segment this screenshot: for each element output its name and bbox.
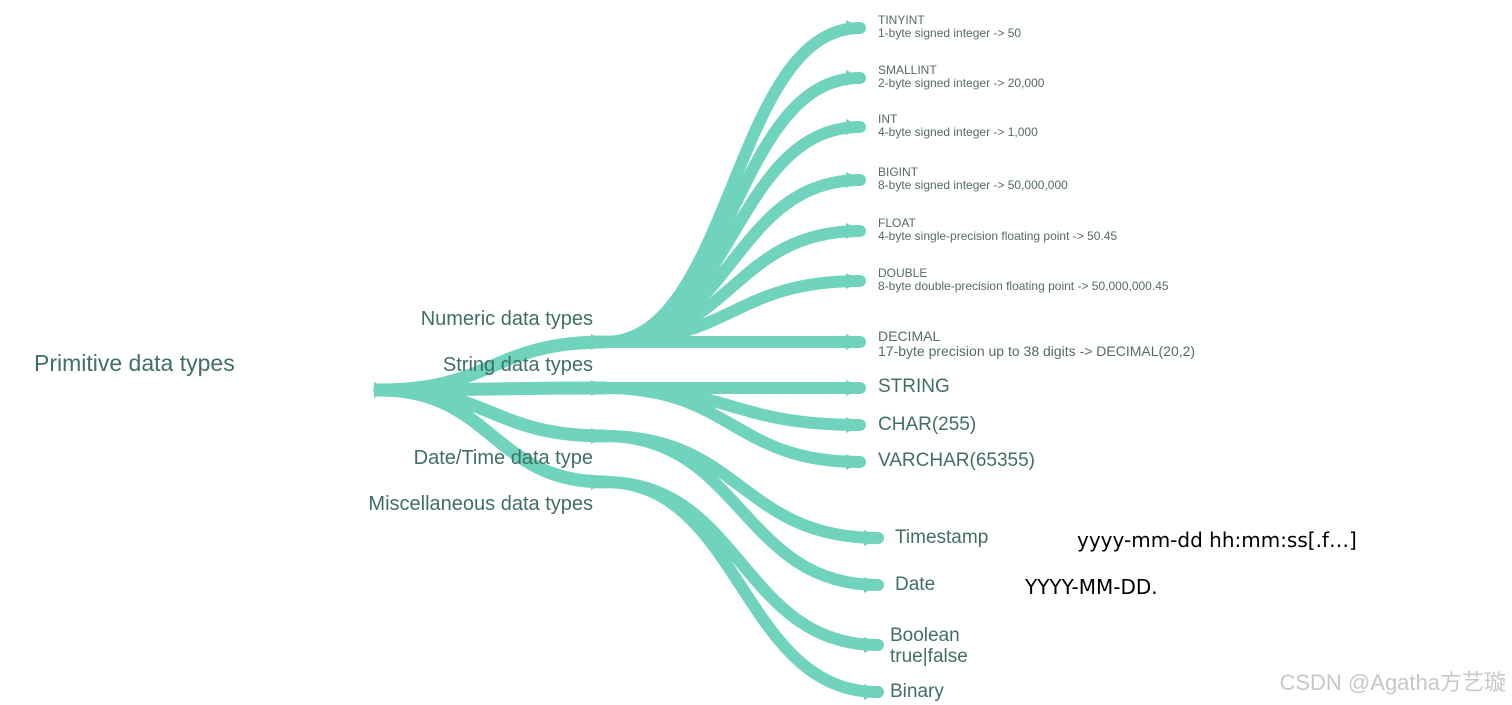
branch-datetime-leaf-1 — [599, 430, 884, 591]
leaf-name: SMALLINT — [878, 63, 937, 77]
leaf-decimal: DECIMAL 17-byte precision up to 38 digit… — [878, 329, 1195, 359]
leaf-date: Date — [895, 574, 936, 595]
arrow-misc-leaf-1 — [864, 684, 880, 700]
branch-numeric-leaf-1 — [599, 72, 866, 348]
leaf-desc: 4-byte signed integer -> 1,000 — [878, 125, 1038, 139]
group-label-misc: Miscellaneous data types — [368, 493, 593, 515]
leaf-desc: true|false — [890, 646, 968, 667]
leaf-varchar: VARCHAR(65355) — [878, 450, 1035, 471]
leaf-bigint: BIGINT 8-byte signed integer -> 50,000,0… — [878, 166, 1068, 192]
leaf-tinyint: TINYINT 1-byte signed integer -> 50 — [878, 14, 1021, 40]
arrow-numeric-leaf-2 — [846, 119, 862, 135]
leaf-string: STRING — [878, 376, 950, 397]
leaf-char: CHAR(255) — [878, 414, 977, 435]
leaf-boolean: Boolean true|false — [890, 625, 968, 667]
date-format-note: YYYY-MM-DD. — [1025, 575, 1158, 599]
watermark: CSDN @Agatha方艺璇 — [1279, 670, 1506, 695]
arrow-numeric-leaf-0 — [846, 20, 862, 36]
leaf-name: DECIMAL — [878, 328, 941, 344]
leaf-name: Boolean — [890, 625, 960, 646]
branch-root-misc — [373, 383, 612, 489]
leaf-float: FLOAT 4-byte single-precision floating p… — [878, 217, 1117, 243]
group-label-datetime: Date/Time data type — [413, 447, 593, 469]
branch-string-leaf-2 — [599, 382, 866, 468]
branch-misc-leaf-1 — [599, 476, 884, 698]
leaf-desc: 4-byte single-precision floating point -… — [878, 229, 1118, 243]
leaf-timestamp: Timestamp — [895, 527, 989, 548]
group-label-string: String data types — [442, 354, 593, 376]
leaf-name: FLOAT — [878, 216, 916, 230]
arrow-numeric-leaf-1 — [846, 70, 862, 86]
arrow-datetime-leaf-1 — [864, 577, 880, 593]
leaf-name: TINYINT — [878, 13, 925, 27]
leaf-desc: 17-byte precision up to 38 digits -> DEC… — [878, 343, 1196, 359]
leaf-int: INT 4-byte signed integer -> 1,000 — [878, 113, 1038, 139]
arrow-hub-misc — [591, 474, 607, 490]
leaf-name: BIGINT — [878, 165, 919, 179]
leaf-desc: 8-byte signed integer -> 50,000,000 — [878, 178, 1068, 192]
leaf-binary: Binary — [890, 681, 944, 702]
leaf-name: INT — [878, 112, 898, 126]
arrow-hub-datetime — [591, 428, 607, 444]
arrow-numeric-leaf-6 — [846, 334, 862, 350]
arrow-string-leaf-2 — [846, 454, 862, 470]
leaf-desc: 2-byte signed integer -> 20,000 — [878, 76, 1045, 90]
arrow-numeric-leaf-5 — [846, 273, 862, 289]
arrow-root — [374, 382, 390, 398]
leaf-smallint: SMALLINT 2-byte signed integer -> 20,000 — [878, 64, 1044, 90]
arrow-numeric-leaf-3 — [846, 172, 862, 188]
arrow-string-leaf-0 — [846, 380, 862, 396]
arrow-string-leaf-1 — [846, 417, 862, 433]
arrow-datetime-leaf-0 — [864, 530, 880, 546]
arrow-misc-leaf-0 — [864, 637, 880, 653]
group-label-numeric: Numeric data types — [420, 308, 593, 330]
leaf-double: DOUBLE 8-byte double-precision floating … — [878, 267, 1169, 293]
leaf-desc: 8-byte double-precision floating point -… — [878, 279, 1169, 293]
timestamp-format-note: yyyy-mm-dd hh:mm:ss[.f…] — [1077, 528, 1357, 552]
arrow-hub-numeric — [591, 334, 607, 350]
root-label: Primitive data types — [34, 350, 235, 376]
leaf-name: DOUBLE — [878, 266, 928, 280]
arrow-numeric-leaf-4 — [846, 223, 862, 239]
leaf-desc: 1-byte signed integer -> 50 — [878, 26, 1022, 40]
arrow-hub-string — [591, 380, 607, 396]
